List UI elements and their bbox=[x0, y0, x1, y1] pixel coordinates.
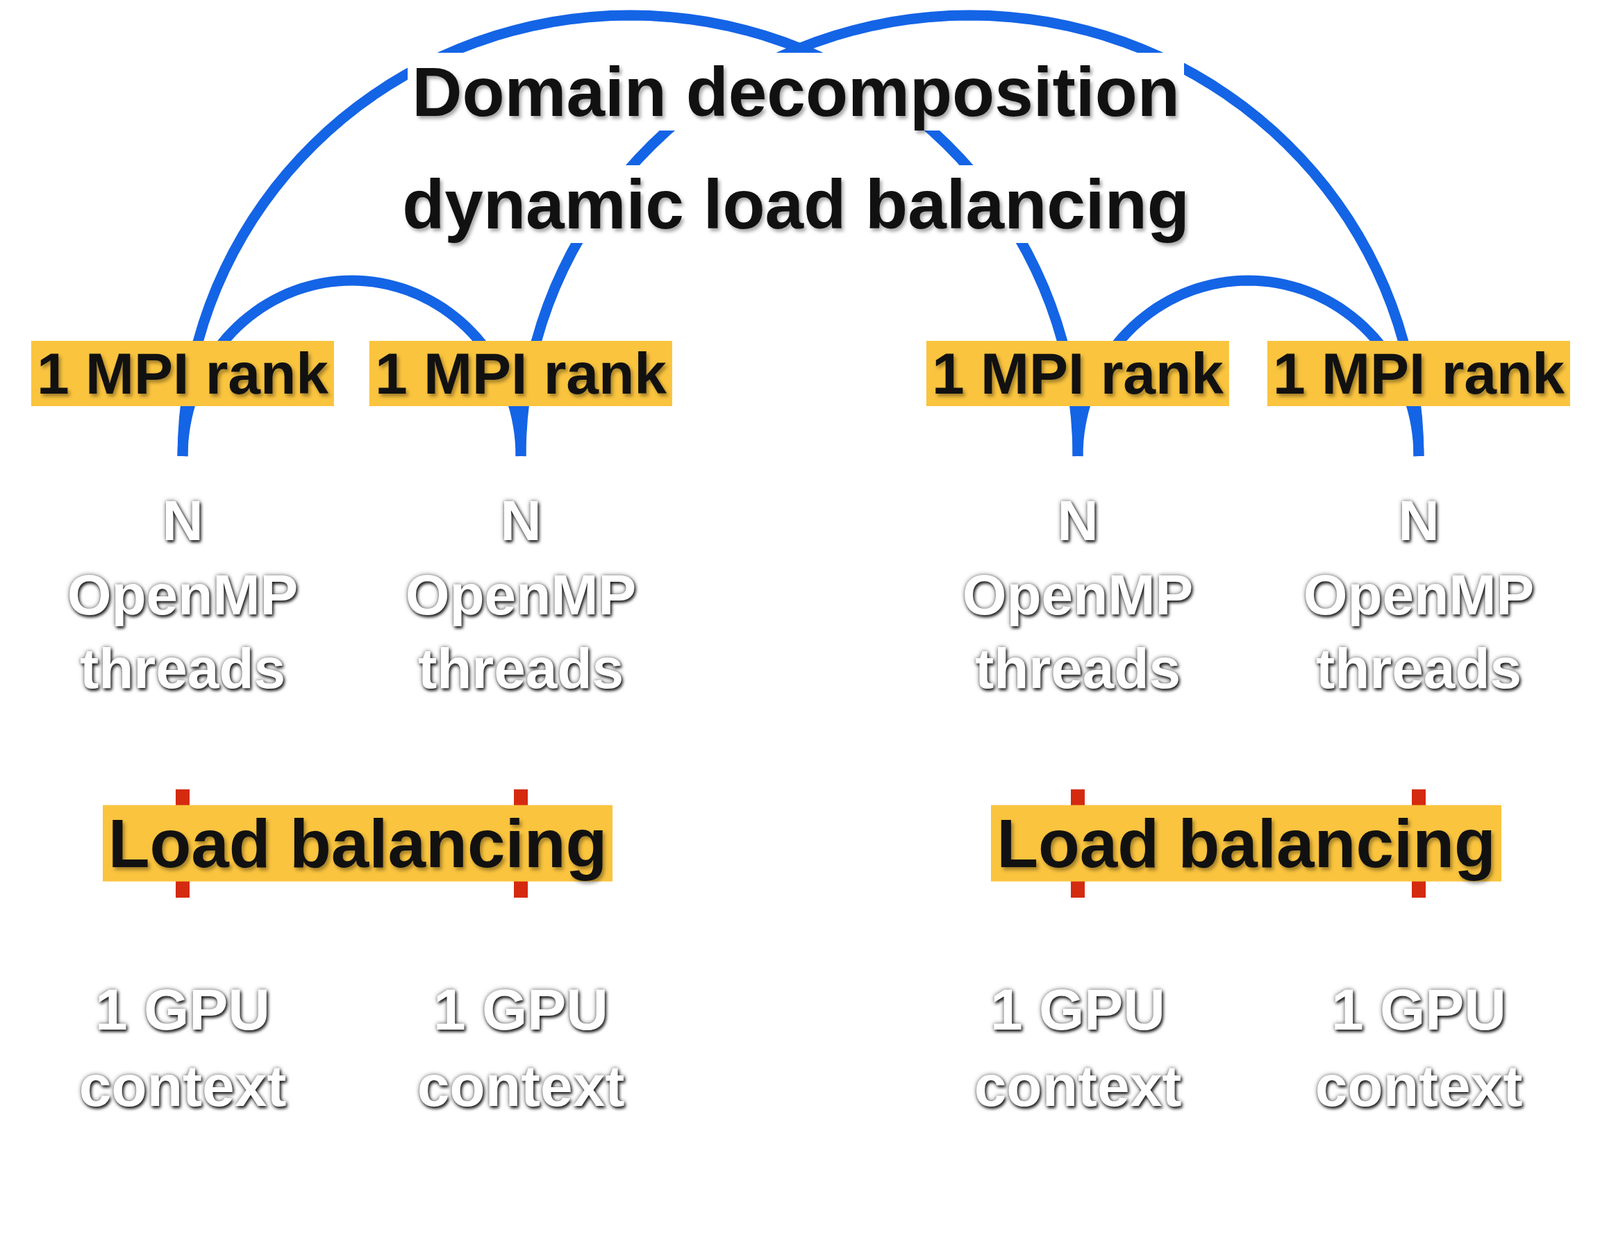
gpu-illustration bbox=[1266, 897, 1571, 1199]
load-balancing-label: Load balancing bbox=[102, 805, 614, 882]
mpi-rank-label: 1 MPI rank bbox=[31, 340, 335, 407]
panel-fill bbox=[895, 232, 1597, 1230]
openmp-threads-label: N OpenMP threads bbox=[54, 484, 312, 707]
panel-shadow bbox=[11, 236, 711, 1233]
cpu-die bbox=[950, 456, 1207, 790]
openmp-threads-label: N OpenMP threads bbox=[950, 484, 1207, 707]
heading-wrap: 1 MPI rank bbox=[31, 340, 335, 408]
cpu-box: 1 MPI rankN OpenMP threads bbox=[393, 456, 650, 790]
mpi-rank-label: 1 MPI rank bbox=[926, 340, 1230, 407]
load-balancing-label: Load balancing bbox=[990, 805, 1502, 882]
cpu-box: 1 MPI rankN OpenMP threads bbox=[1290, 456, 1548, 790]
cpu-box: 1 MPI rankN OpenMP threads bbox=[950, 456, 1207, 790]
cpu-box: 1 MPI rankN OpenMP threads bbox=[54, 456, 312, 790]
gpu-die bbox=[1266, 897, 1571, 1199]
gpu-illustration bbox=[368, 897, 673, 1199]
gpu-illustration bbox=[925, 897, 1230, 1199]
gpu-die bbox=[925, 897, 1230, 1199]
openmp-threads-label: N OpenMP threads bbox=[1290, 484, 1548, 707]
cpu-die bbox=[393, 456, 650, 790]
cpu-die bbox=[1290, 456, 1548, 790]
label-wrap: Load balancing bbox=[8, 804, 707, 884]
gpu-die bbox=[368, 897, 673, 1199]
panel-shadow bbox=[899, 236, 1600, 1233]
mpi-rank-label: 1 MPI rank bbox=[1267, 340, 1571, 407]
mpi-rank-label: 1 MPI rank bbox=[369, 340, 673, 407]
heading-wrap: 1 MPI rank bbox=[926, 340, 1230, 408]
gpu-box: 1 GPU context bbox=[925, 897, 1230, 1199]
label-wrap: Load balancing bbox=[895, 804, 1597, 884]
gpu-context-label: 1 GPU context bbox=[1293, 972, 1544, 1124]
gpu-illustration bbox=[30, 897, 335, 1199]
gpu-box: 1 GPU context bbox=[368, 897, 673, 1199]
title-wrap: Domain decomposition dynamic load balanc… bbox=[344, 45, 1248, 271]
panel-fill bbox=[8, 232, 707, 1230]
gpu-context-label: 1 GPU context bbox=[952, 972, 1203, 1124]
openmp-threads-label: N OpenMP threads bbox=[393, 484, 650, 707]
gpu-box: 1 GPU context bbox=[1266, 897, 1571, 1199]
cpu-die bbox=[54, 456, 312, 790]
node-panel: Load balancing1 MPI rankN OpenMP threads… bbox=[895, 232, 1597, 1230]
diagram-title: Domain decomposition dynamic load balanc… bbox=[397, 52, 1194, 244]
gpu-die bbox=[30, 897, 335, 1199]
gpu-box: 1 GPU context bbox=[30, 897, 335, 1199]
heading-wrap: 1 MPI rank bbox=[369, 340, 673, 408]
node-panel: Load balancing1 MPI rankN OpenMP threads… bbox=[8, 232, 707, 1230]
gpu-context-label: 1 GPU context bbox=[395, 972, 646, 1124]
gpu-context-label: 1 GPU context bbox=[57, 972, 307, 1124]
heading-wrap: 1 MPI rank bbox=[1267, 340, 1571, 408]
